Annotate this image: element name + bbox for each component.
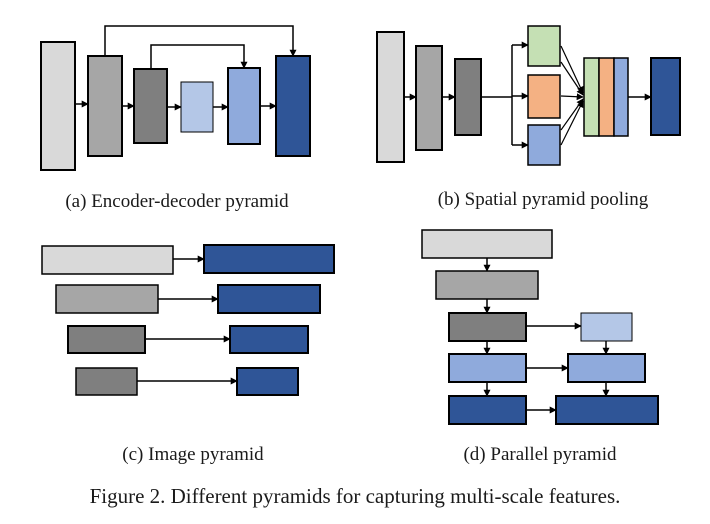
stage-4-a [448,353,527,383]
pool-green [527,25,561,67]
caption-c: (c) Image pyramid [122,444,264,465]
pool-orange [527,74,561,119]
caption-d: (d) Parallel pyramid [463,444,617,465]
block-a6 [275,55,311,157]
block-a5 [227,67,261,145]
feature-3 [229,325,309,354]
arrow-pool1b-merge [560,61,584,96]
image-3 [67,325,146,354]
caption-a: (a) Encoder-decoder pyramid [65,191,289,212]
stage-3 [448,312,527,342]
arrow-pool2-merge [560,93,584,101]
block-b3 [454,58,482,136]
concat-blue [613,57,629,137]
block-b2 [415,45,443,151]
stage-1 [421,229,553,259]
pool-blue [527,124,561,166]
panel-spatial-pyramid-pooling: (b) Spatial pyramid pooling [376,25,681,210]
block-a1 [40,41,76,171]
stage-2 [435,270,539,300]
block-b1 [376,31,405,163]
concat-orange [598,57,615,137]
stage-5-a [448,395,527,425]
block-a4 [180,81,214,133]
block-a2 [87,55,123,157]
image-1 [41,245,174,275]
panel-encoder-decoder: (a) Encoder-decoder pyramid [40,25,311,212]
panel-parallel-pyramid: (d) Parallel pyramid [421,229,659,465]
image-4 [75,367,138,396]
arrow-pool3b-merge [560,98,584,131]
skip-a3-a5 [150,44,248,69]
stage-4-b [567,353,646,383]
image-2 [55,284,159,314]
skip-a2-a6 [104,25,297,57]
feature-1 [203,244,335,274]
stage-5-b [555,395,659,425]
caption-b: (b) Spatial pyramid pooling [438,189,649,210]
feature-4 [236,367,299,396]
block-a3 [133,68,168,144]
panel-image-pyramid: (c) Image pyramid [41,244,335,465]
arrow-pool1-merge [560,45,584,94]
arrow-pool3-merge [560,100,584,146]
concat-green [583,57,600,137]
stage-3-b [580,312,633,342]
feature-2 [217,284,321,314]
figure-caption: Figure 2. Different pyramids for capturi… [90,484,621,508]
block-b-out [650,57,681,136]
